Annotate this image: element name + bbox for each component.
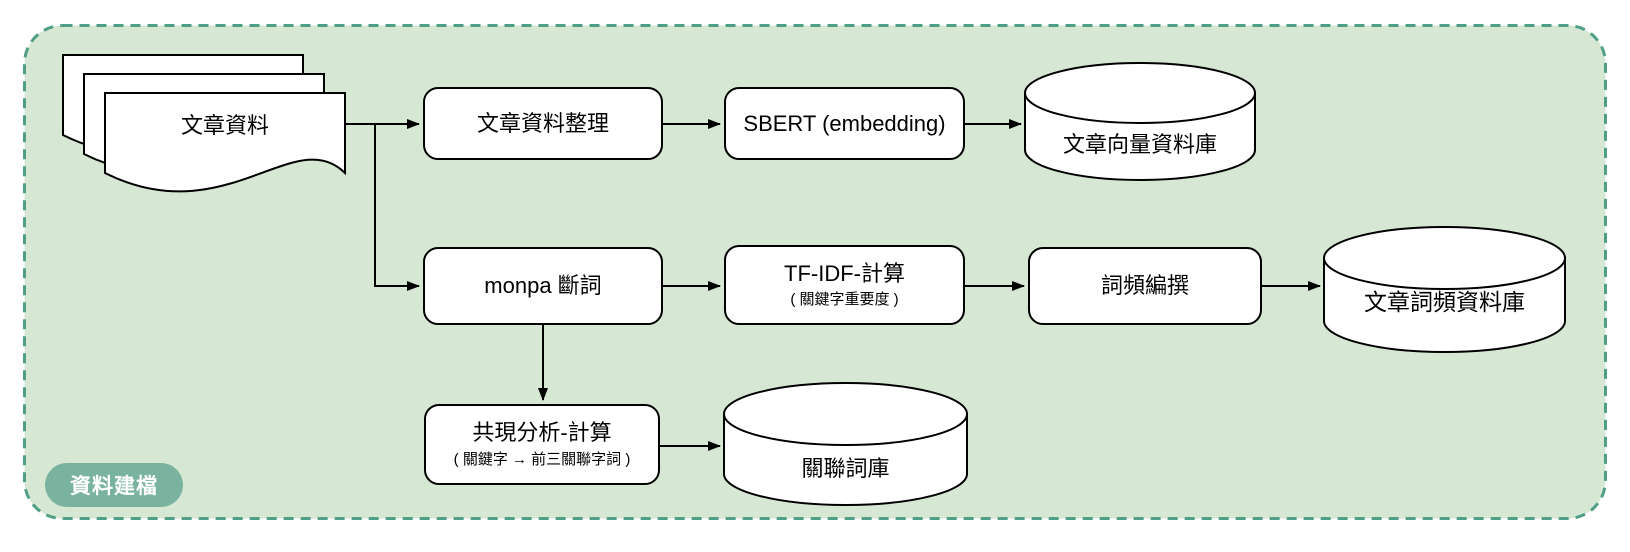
document-stack-icon <box>62 54 346 193</box>
association-lexicon-cylinder <box>723 382 968 506</box>
node-label: SBERT (embedding) <box>743 110 946 136</box>
group-badge-data-archiving: 資料建檔 <box>45 463 183 507</box>
node-subtitle: ( 關鍵字重要度 ) <box>790 291 899 309</box>
node-label: 詞頻編撰 <box>1100 273 1189 299</box>
node-article-data-cleaning: 文章資料整理 <box>423 87 663 160</box>
association-lexicon-label: 關聯詞庫 <box>801 456 890 481</box>
node-sbert-embedding: SBERT (embedding) <box>724 87 965 160</box>
node-label: 文章資料整理 <box>476 110 609 136</box>
arrow-doc-to-monpa <box>374 124 420 291</box>
node-cooccurrence-analysis: 共現分析-計算 ( 關鍵字 → 前三關聯字詞 ) <box>424 404 660 485</box>
node-term-frequency-compilation: 詞頻編撰 <box>1028 247 1262 325</box>
node-title: 共現分析-計算 <box>472 420 612 446</box>
vector-database-cylinder <box>1024 62 1256 181</box>
node-label: monpa 斷詞 <box>484 273 602 299</box>
node-title: TF-IDF-計算 <box>784 260 905 286</box>
node-monpa-segmentation: monpa 斷詞 <box>423 247 663 325</box>
term-frequency-database-cylinder <box>1323 226 1566 353</box>
term-frequency-database-label: 文章詞頻資料庫 <box>1364 289 1525 315</box>
node-subtitle: ( 關鍵字 → 前三關聯字詞 ) <box>453 450 631 468</box>
vector-database-label: 文章向量資料庫 <box>1062 132 1217 157</box>
document-stack-label: 文章資料 <box>180 113 269 138</box>
node-tfidf-calculation: TF-IDF-計算 ( 關鍵字重要度 ) <box>724 245 965 325</box>
